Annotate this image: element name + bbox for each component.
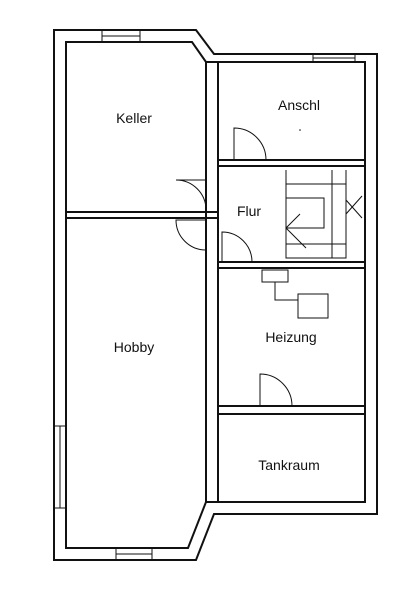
door-hobby [175, 219, 207, 251]
doors [175, 127, 293, 407]
door-anschl [233, 127, 267, 161]
room-label-anschl: Anschl [278, 97, 320, 113]
room-label-tankraum: Tankraum [258, 457, 319, 473]
interior-walls [66, 62, 365, 502]
staircase [285, 170, 363, 259]
heating-unit [261, 269, 329, 319]
door-keller [175, 179, 207, 211]
windows [53, 29, 356, 561]
marker-dot [299, 129, 301, 131]
room-label-keller: Keller [116, 110, 152, 126]
door-heizung [259, 373, 293, 407]
heating-duct [261, 269, 289, 283]
room-label-hobby: Hobby [114, 339, 154, 355]
room-label-heizung: Heizung [265, 329, 316, 345]
boiler [297, 293, 329, 319]
room-label-flur: Flur [237, 203, 261, 219]
outer-walls [53, 29, 378, 561]
door-flur [221, 231, 253, 263]
